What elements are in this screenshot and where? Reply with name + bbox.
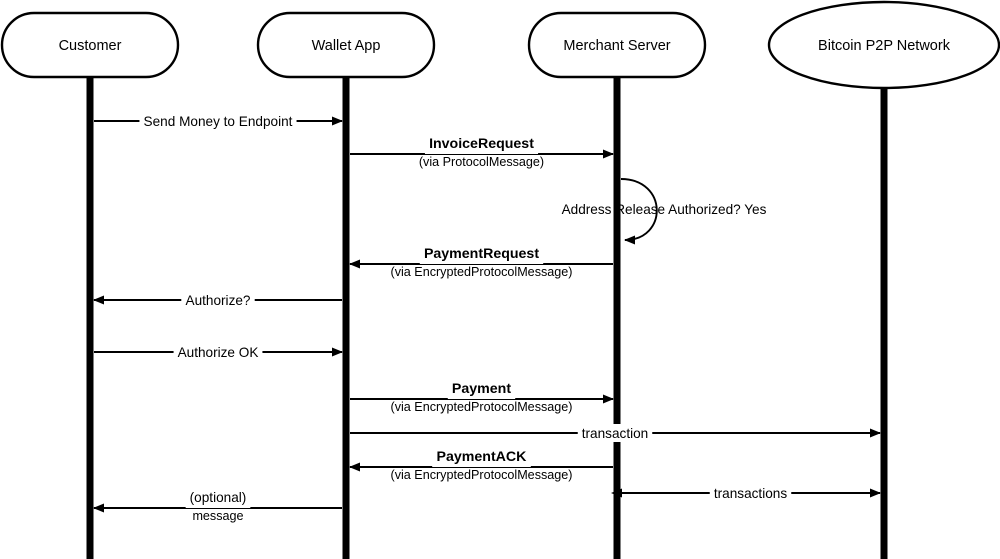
message-sublabel-backing-invoice-request: [414, 155, 549, 170]
message-sublabel-backing-optional-message: [188, 509, 248, 524]
message-payment-request[interactable]: PaymentRequest (via EncryptedProtocolMess…: [349, 246, 613, 280]
participant-shape-merchant: [527, 11, 707, 79]
message-label-payment-ack: PaymentACK: [437, 449, 528, 465]
message-label-payment-request: PaymentRequest: [424, 246, 539, 262]
message-authorize-question[interactable]: Authorize?: [93, 291, 342, 309]
message-sublabel-payment: (via EncryptedProtocolMessage): [391, 400, 573, 414]
message-label-transaction: transaction: [582, 426, 649, 441]
message-label-backing-transaction: [577, 424, 653, 442]
message-label-authorize-question: Authorize?: [186, 293, 251, 308]
message-label-backing-send-money: [139, 112, 297, 130]
participant-shape-bitcoin: [767, 0, 1000, 90]
participant-customer[interactable]: Customer: [0, 11, 180, 79]
participant-label-bitcoin: Bitcoin P2P Network: [818, 38, 951, 54]
message-address-release-authorized[interactable]: Address Release Authorized? Yes: [562, 178, 767, 245]
message-label-address-release-authorized: Address Release Authorized? Yes: [562, 202, 767, 217]
participant-shape-customer: [0, 11, 180, 79]
message-transaction[interactable]: transaction: [350, 424, 881, 442]
message-label-backing-payment: [447, 383, 516, 399]
message-label-backing-payment-request: [419, 248, 544, 264]
message-sublabel-invoice-request: (via ProtocolMessage): [419, 155, 544, 169]
self-arc-address-release-authorized: [620, 178, 658, 245]
participant-shape-wallet: [256, 11, 436, 79]
message-optional-message[interactable]: (optional) message: [93, 490, 342, 524]
participant-label-wallet: Wallet App: [312, 38, 381, 54]
message-label-payment: Payment: [452, 381, 511, 397]
message-payment-ack[interactable]: PaymentACK (via EncryptedProtocolMessage): [349, 449, 613, 483]
message-label-optional-message: (optional): [190, 490, 247, 505]
message-label-send-money: Send Money to Endpoint: [144, 114, 293, 129]
participant-wallet[interactable]: Wallet App: [256, 11, 436, 79]
message-label-backing-transactions: [709, 484, 792, 502]
message-sublabel-optional-message: message: [192, 509, 243, 523]
message-sublabel-backing-payment-ack: [386, 468, 577, 483]
message-label-backing-payment-ack: [432, 451, 531, 467]
participant-merchant[interactable]: Merchant Server: [527, 11, 707, 79]
message-payment[interactable]: Payment (via EncryptedProtocolMessage): [350, 381, 614, 415]
message-label-backing-authorize-question: [181, 291, 255, 309]
message-transactions[interactable]: transactions: [611, 484, 881, 502]
participant-label-merchant: Merchant Server: [563, 38, 670, 54]
message-sublabel-payment-ack: (via EncryptedProtocolMessage): [391, 468, 573, 482]
message-sublabel-backing-payment-request: [386, 265, 577, 280]
message-authorize-ok[interactable]: Authorize OK: [94, 343, 343, 361]
message-label-backing-authorize-ok: [173, 343, 263, 361]
message-label-backing-optional-message: [185, 493, 251, 508]
participant-bitcoin[interactable]: Bitcoin P2P Network: [767, 0, 1000, 90]
message-send-money[interactable]: Send Money to Endpoint: [94, 112, 343, 130]
participant-heads-layer: Customer Wallet App Merchant Server Bitcoin…: [0, 0, 1000, 90]
lifelines-layer: [86, 77, 888, 559]
message-label-transactions: transactions: [714, 486, 787, 501]
message-sublabel-payment-request: (via EncryptedProtocolMessage): [391, 265, 573, 279]
message-sublabel-backing-payment: [386, 400, 577, 415]
message-label-authorize-ok: Authorize OK: [178, 345, 259, 360]
message-invoice-request[interactable]: InvoiceRequest (via ProtocolMessage): [350, 136, 614, 170]
message-label-backing-invoice-request: [424, 138, 539, 154]
participant-label-customer: Customer: [59, 38, 122, 54]
message-label-invoice-request: InvoiceRequest: [429, 136, 534, 152]
